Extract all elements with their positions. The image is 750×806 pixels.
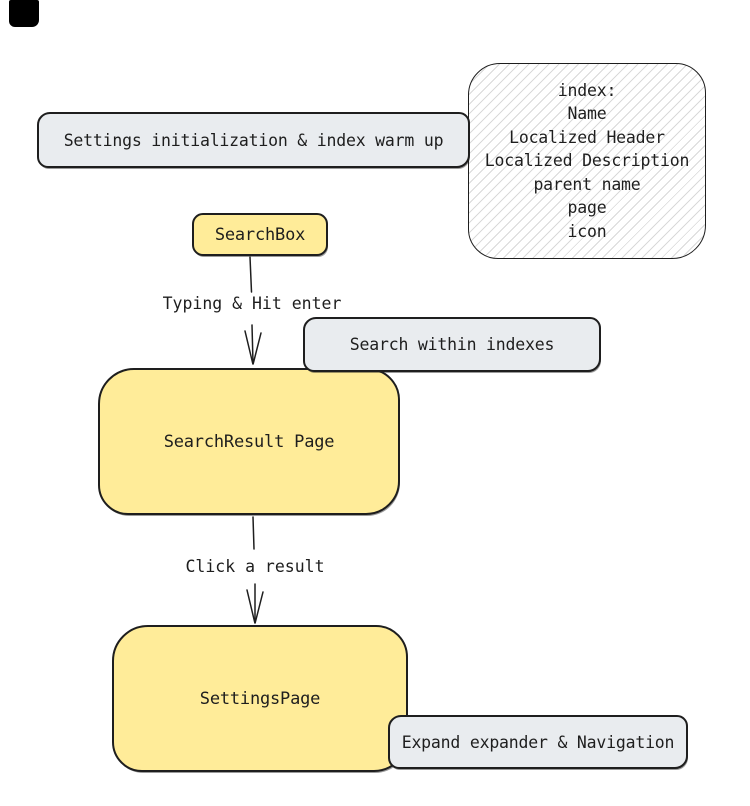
note-line: icon [567, 221, 607, 241]
index-fields-text: index: Name Localized Header Localized D… [484, 79, 690, 244]
node-settings-init: Settings initialization & index warm up [37, 112, 470, 168]
node-search-result-page: SearchResult Page [98, 368, 400, 515]
node-expand-navigation-label: Expand expander & Navigation [401, 732, 675, 752]
node-settings-init-label: Settings initialization & index warm up [63, 130, 444, 150]
node-search-within-indexes: Search within indexes [303, 317, 601, 372]
node-settings-page-label: SettingsPage [199, 688, 321, 709]
node-settings-page: SettingsPage [112, 625, 408, 772]
arrow-click-stem-top [252, 516, 255, 550]
node-index-fields: index: Name Localized Header Localized D… [468, 63, 706, 259]
black-rect-shape [9, 0, 39, 27]
arrow-typing-stem-bottom [251, 324, 254, 364]
note-line: Name [567, 104, 607, 124]
note-line: parent name [533, 174, 641, 194]
edge-label-typing: Typing & Hit enter [162, 294, 342, 313]
arrow-typing-stem-top [249, 256, 253, 293]
note-line: Localized Description [484, 151, 690, 171]
edge-label-click-result: Click a result [185, 557, 325, 576]
node-searchbox-label: SearchBox [214, 224, 306, 245]
note-line: page [567, 198, 607, 218]
node-search-within-indexes-label: Search within indexes [349, 335, 555, 354]
node-search-result-page-label: SearchResult Page [163, 431, 335, 452]
arrow-typing-head [244, 330, 262, 365]
note-line: Localized Header [509, 127, 665, 147]
note-line: index: [557, 80, 617, 100]
arrow-click-head [246, 589, 264, 624]
node-expand-navigation: Expand expander & Navigation [388, 715, 688, 769]
node-searchbox: SearchBox [192, 213, 328, 256]
